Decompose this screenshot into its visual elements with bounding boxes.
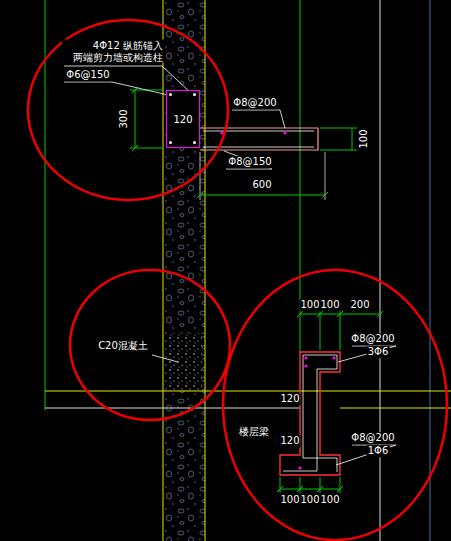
markup-circle [223,270,447,540]
dimension-label: Φ8@150 [227,156,272,168]
dimension-label: 300 [118,108,130,129]
dimension-label: Φ8@200 [232,97,277,109]
dimension-label: 600 [251,179,272,191]
markup-circle [70,270,230,420]
dimension-label: 100 [299,299,320,311]
c20-infill [165,333,202,391]
wall [163,0,205,541]
dimension-label: 3Φ6 [367,346,390,358]
dimension-label: 120 [279,393,300,405]
rebar-dot [193,141,196,144]
rebar-dot [169,141,172,144]
dimension-label: 120 [279,435,300,447]
rebar-note: 4Φ12 纵筋锚入 两端剪力墙或构造柱 [62,40,164,63]
dimension-label: 1Φ6 [367,445,390,457]
rebar-dot [169,93,172,96]
dimension-label: C20混凝土 [97,340,149,352]
rebar-dot [193,93,196,96]
section-width: 120 [173,114,192,125]
dimension-label: Φ8@200 [350,432,395,444]
dimension-label: 100 [299,494,320,506]
dimension-label: 100 [279,494,300,506]
dimension-label: 100 [319,299,340,311]
dimension-label: Φ6@150 [65,69,110,81]
dimension-label: 200 [349,299,370,311]
dimension-label: 楼层梁 [238,426,270,438]
column-section: 120 [166,90,200,148]
dimension-label: Φ8@200 [350,333,395,345]
markup-circle [28,20,228,200]
dimension-label: 100 [358,128,370,149]
dimension-label: 100 [319,494,340,506]
